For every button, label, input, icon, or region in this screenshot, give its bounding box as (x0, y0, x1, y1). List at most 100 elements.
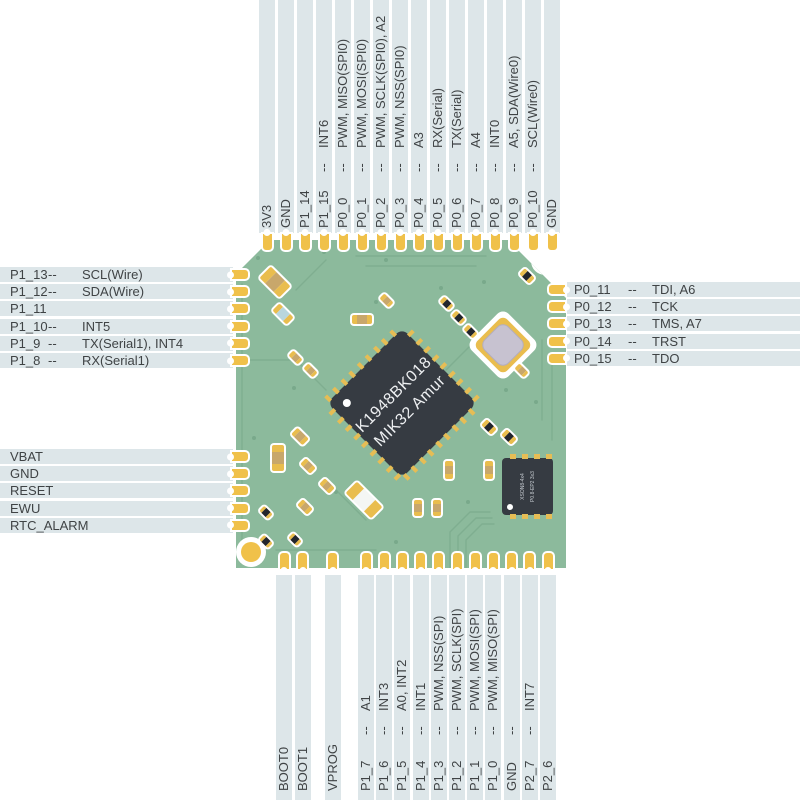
pin-name: P1_0 (485, 760, 501, 791)
flash-marking: XSON8-4x4 P0.8-EP2 3x3 (499, 461, 556, 512)
pin-pad (547, 351, 567, 365)
pin-band (521, 575, 538, 800)
pin-band (449, 575, 465, 800)
pin-band (354, 0, 370, 233)
pin-function: TMS, A7 (652, 316, 702, 332)
pin-function: TDO (652, 350, 680, 366)
pin-pad (279, 232, 293, 252)
pin-band (0, 466, 233, 482)
pin-name: P1_4 (412, 760, 428, 791)
pin-pad (230, 354, 250, 367)
flash-pin (510, 454, 516, 459)
pin-name: P1_7 (358, 760, 373, 791)
pin-name: P0_6 (449, 197, 464, 228)
pin-function: PWM, NSS(SPI0) (392, 45, 407, 148)
pin-pad (230, 285, 250, 299)
pin-function: TX(Serial) (449, 89, 464, 148)
pin-pad (359, 551, 373, 571)
pin-label: VBAT (10, 449, 82, 464)
pin-dash: -- (449, 726, 464, 735)
pin-pad (230, 467, 250, 481)
pin-label: P2_6 (540, 711, 556, 791)
pin-band (0, 517, 233, 533)
pin-function: INT1 (412, 682, 428, 711)
pin-function: RX(Serial1) (82, 353, 150, 368)
smd-part (352, 314, 358, 324)
pcb-board: K1948BK018 MIK32 Amur XSON8-4x4 P0.8-EP2… (236, 240, 566, 568)
pin-label: P0_10--SCL(Wire0) (525, 80, 541, 228)
pin-function: A0, INT2 (394, 659, 410, 711)
pin-function: INT0 (487, 119, 502, 148)
pin-pad (260, 232, 274, 252)
pin-function: A5, SDA(Wire0) (506, 55, 521, 148)
pin-label: P1_0--PWM, MISO(SPI) (485, 609, 501, 791)
pin-label: P0_3--PWM, NSS(SPI0) (392, 45, 408, 228)
smd-component (483, 459, 495, 481)
pin-name: P0_12 (574, 299, 612, 315)
pin-band (487, 0, 503, 233)
smd-part (445, 474, 453, 479)
pin-function: SDA(Wire) (82, 284, 145, 300)
pin-band (567, 316, 800, 332)
pin-label: 3V3 (259, 148, 275, 228)
pin-label: P0_4--A3 (411, 132, 427, 228)
pin-band (0, 267, 233, 282)
smd-component (270, 443, 286, 473)
pin-band (503, 575, 520, 800)
pin-function: PWM, NSS(SPI) (430, 615, 446, 711)
pin-name: GND (503, 762, 519, 791)
pin-label: GND -- (504, 711, 520, 791)
pin-dash: -- (467, 726, 483, 735)
smd-part (414, 504, 422, 512)
smd-part (445, 465, 453, 475)
pin-band (297, 0, 313, 233)
pin-dash: -- (412, 726, 428, 735)
flash-pin (522, 454, 528, 459)
pin-label: GND (544, 148, 560, 228)
pin-dash: -- (487, 163, 502, 172)
pin-name: P1_5 (394, 760, 410, 791)
pin-function: PWM, MOSI(SPI0) (354, 38, 369, 148)
pin-function: RX(Serial) (430, 88, 445, 148)
pin-label: RESET (10, 483, 87, 498)
pin-label: P0_7--A4 (468, 132, 484, 228)
pin-band (567, 333, 800, 349)
pin-pad (547, 283, 567, 296)
pin-name: GND (544, 199, 559, 228)
pin-dash: -- (521, 726, 537, 735)
pin-band (411, 0, 427, 233)
pin-name: P1_11 (10, 301, 47, 317)
pin-dash: -- (392, 163, 407, 172)
pin-pad (296, 551, 309, 571)
smd-part (485, 474, 493, 479)
flash-pin (546, 454, 552, 459)
pin-dash: -- (503, 726, 519, 735)
pin-label: P0_15--TDO (574, 351, 679, 366)
smd-part (485, 465, 493, 475)
pin-pad (507, 232, 521, 252)
pin-dash: -- (468, 163, 483, 172)
pin-name: P1_8 (10, 353, 41, 368)
pin-band (259, 0, 275, 233)
pin-dash: -- (506, 163, 521, 172)
pin-band (485, 575, 502, 800)
pin-name: P1_2 (449, 760, 464, 791)
pin-pad (505, 551, 519, 571)
pin-label: RTC_ALARM (10, 518, 123, 533)
pin-band (544, 0, 560, 233)
pin-function: INT6 (316, 119, 331, 148)
pin-function: PWM, SCLK(SPI) (449, 608, 464, 711)
pin-band (412, 575, 429, 800)
pin-pad (374, 232, 388, 252)
pin-label: P1_14 (297, 148, 313, 228)
pin-function: INT5 (82, 318, 111, 334)
pin-dash: -- (354, 163, 369, 172)
flash-pin (546, 514, 552, 519)
pin-label: P0_5--RX(Serial) (430, 88, 446, 228)
pin-pad (336, 232, 350, 252)
pin-function: INT7 (521, 682, 537, 711)
pin-pad (317, 232, 331, 252)
pin-label: P0_12--TCK (574, 299, 678, 314)
pin-name: P1_12 (10, 284, 48, 300)
pin-band (0, 449, 233, 464)
